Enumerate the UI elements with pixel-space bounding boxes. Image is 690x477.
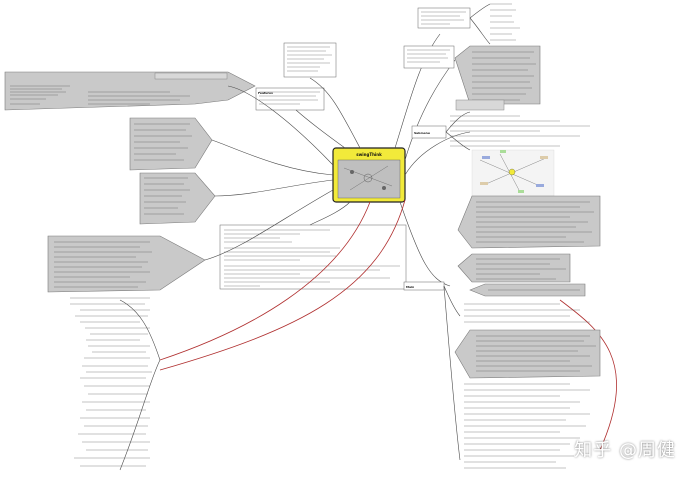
right-mid-leaves [450, 115, 590, 147]
right-panels [454, 195, 601, 379]
left-top-wedge[interactable] [4, 71, 256, 111]
branch-center-left-b [214, 179, 334, 197]
left-wedge-a[interactable] [129, 117, 213, 171]
left-top-panel-group [4, 71, 256, 111]
right-upper-note[interactable] [403, 45, 455, 69]
right-lower-leaves [464, 303, 590, 469]
left-mid-panel-1 [129, 117, 213, 171]
branch-center-right-down [399, 201, 451, 287]
left-top-header [154, 72, 228, 80]
right-top-note-lines [421, 11, 466, 25]
left-bottom-list-lines [70, 297, 152, 467]
right-top-leaves [490, 3, 520, 41]
left-lower-panel [47, 235, 206, 293]
central-node-title: swingThink [356, 152, 382, 157]
branch-center-left-c [204, 189, 334, 261]
right-top-note[interactable] [417, 7, 471, 29]
note-box-mid[interactable] [255, 87, 325, 111]
label-submenu: Submenu [414, 131, 430, 135]
left-wedge-c-lines [54, 241, 152, 288]
connector-main-left [159, 199, 406, 371]
center-text-block [219, 224, 407, 290]
right-upper-inner [455, 99, 505, 111]
branch-center-right-top [394, 33, 441, 149]
right-panel-4[interactable] [454, 329, 601, 379]
right-lower-list [403, 281, 590, 469]
left-wedge-a-lines [134, 123, 192, 161]
branches [159, 33, 617, 451]
left-top-lines [10, 85, 190, 105]
right-top-list [417, 3, 520, 45]
branch-center-top-note [309, 77, 361, 149]
center-description-box[interactable] [219, 224, 407, 290]
central-node[interactable]: swingThink [332, 147, 406, 203]
left-wedge-c[interactable] [47, 235, 206, 293]
right-panel-2[interactable] [457, 253, 571, 283]
right-upper-note-lines [407, 49, 450, 63]
branch-center-text [309, 201, 351, 226]
central-node-sketch [343, 165, 393, 191]
central-node-image [337, 159, 401, 199]
note-box-top-lines [287, 46, 332, 72]
branch-center-mid-note [295, 109, 346, 149]
right-panel-lines [476, 201, 596, 372]
right-upper-group [403, 45, 541, 111]
left-wedge-b-lines [144, 177, 190, 215]
center-description-lines [224, 229, 400, 287]
label-features: Features [258, 91, 273, 95]
right-upper-wedge[interactable] [454, 45, 541, 105]
right-thumbnail [471, 149, 555, 197]
branch-center-right-list [404, 131, 471, 176]
branch-center-left-a [211, 139, 334, 176]
connector-right-curve [559, 299, 617, 451]
right-mid-list [411, 111, 590, 151]
note-box-mid-lines [259, 91, 320, 105]
thumbnail-nodes [479, 150, 548, 193]
left-bottom-list [70, 297, 161, 471]
connector-center-to-bottom [159, 201, 371, 361]
left-mid-panel-2 [139, 172, 216, 225]
label-main: Main [406, 285, 414, 289]
center-top-boxes [255, 42, 337, 111]
left-wedge-b[interactable] [139, 172, 216, 225]
branch-center-left-top [227, 85, 334, 166]
watermark: 知乎 @周健 [574, 440, 676, 461]
branch-center-right-mid [404, 59, 456, 161]
note-box-top[interactable] [283, 42, 337, 78]
